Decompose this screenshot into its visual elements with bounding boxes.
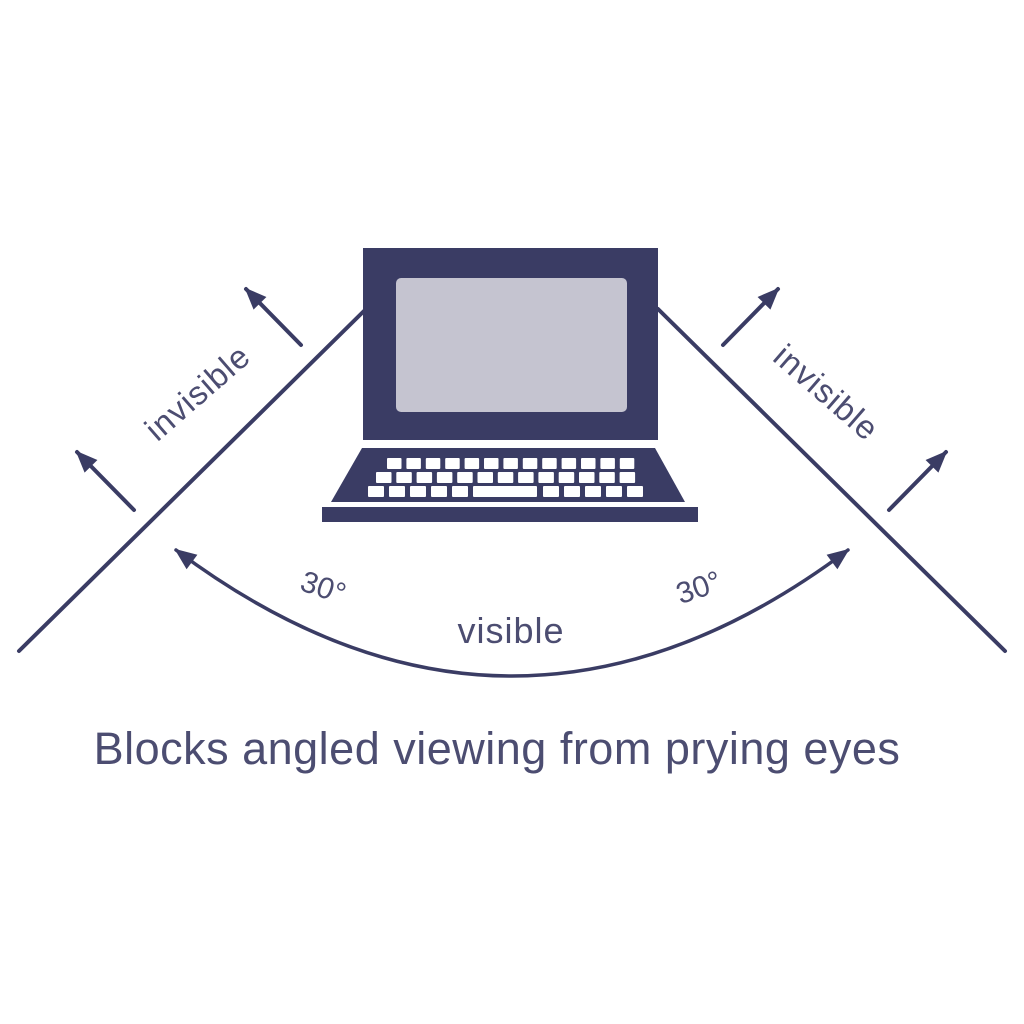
keyboard-key: [416, 472, 433, 483]
keyboard-key: [436, 472, 453, 483]
keyboard-key: [564, 486, 580, 497]
keyboard-key: [406, 458, 421, 469]
keyboard-key: [473, 486, 537, 497]
keyboard-key: [497, 472, 514, 483]
keyboard-key: [599, 472, 615, 483]
keyboard-key: [561, 458, 577, 469]
invisible-arrow-right-lower: [887, 450, 948, 512]
keyboard-key: [522, 458, 538, 469]
invisible-arrow-left-lower: [75, 450, 136, 512]
keyboard-key: [558, 472, 575, 483]
keyboard-key: [585, 486, 601, 497]
keyboard-keys: [368, 458, 643, 497]
keyboard-key: [445, 458, 460, 469]
keyboard-key: [425, 458, 441, 469]
keyboard-key: [376, 472, 392, 483]
keyboard-key: [627, 486, 643, 497]
keyboard-key: [431, 486, 447, 497]
keyboard-key: [606, 486, 622, 497]
keyboard-key: [484, 458, 499, 469]
right-boundary-line: [656, 307, 1007, 653]
laptop-base: [322, 507, 698, 522]
keyboard-key: [542, 458, 557, 469]
keyboard-key: [396, 472, 412, 483]
keyboard-key: [464, 458, 480, 469]
keyboard-key: [619, 458, 635, 469]
laptop-screen: [396, 278, 627, 412]
keyboard-key: [452, 486, 468, 497]
diagram-caption: Blocks angled viewing from prying eyes: [94, 723, 901, 774]
keyboard-key: [410, 486, 426, 497]
label-angle-left: 30°: [296, 565, 350, 611]
invisible-arrow-right-upper: [721, 287, 780, 347]
keyboard-key: [579, 472, 595, 483]
label-visible: visible: [457, 610, 564, 651]
keyboard-key: [387, 458, 402, 469]
keyboard-key: [619, 472, 636, 483]
keyboard-key: [581, 458, 596, 469]
visible-angle-arc: [174, 548, 850, 678]
keyboard-key: [389, 486, 405, 497]
laptop-illustration: [322, 248, 698, 522]
keyboard-key: [538, 472, 554, 483]
label-angle-right: 30°: [672, 565, 726, 611]
keyboard-key: [503, 458, 518, 469]
keyboard-key: [543, 486, 559, 497]
keyboard-key: [368, 486, 384, 497]
keyboard-key: [477, 472, 493, 483]
keyboard-key: [518, 472, 534, 483]
keyboard-key: [457, 472, 473, 483]
left-boundary-line: [17, 307, 368, 653]
keyboard-key: [600, 458, 615, 469]
invisible-arrow-left-upper: [244, 287, 303, 347]
